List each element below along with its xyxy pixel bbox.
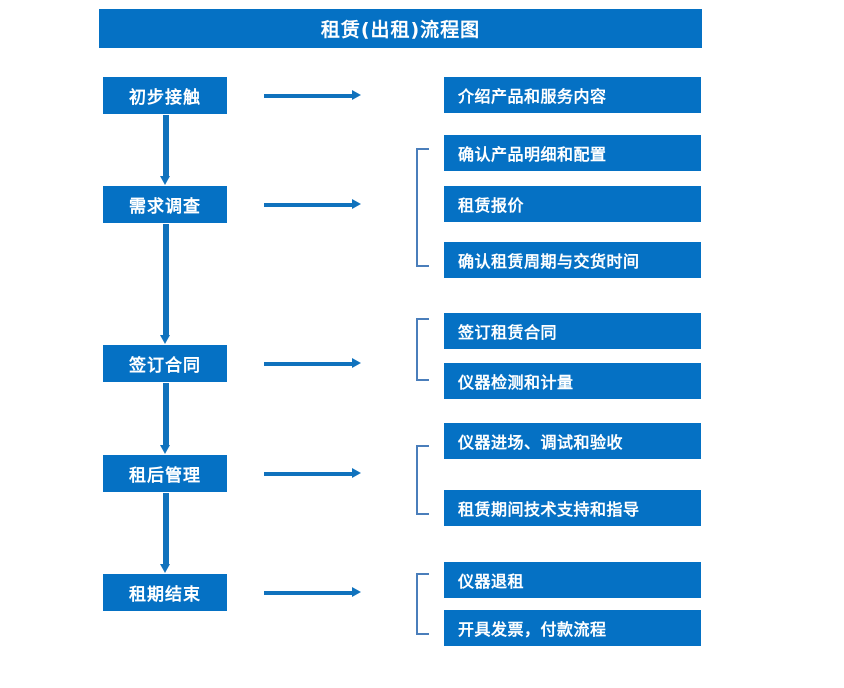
flow-arrow-right-5: [264, 587, 361, 598]
arrow-head-right-icon: [352, 90, 361, 100]
stage-box-chubu-jiechu[interactable]: 初步接触: [103, 77, 227, 114]
stage-box-zuhou-guanli[interactable]: 租后管理: [103, 455, 227, 492]
arrow-shaft: [264, 93, 352, 98]
flow-arrow-down-3: [160, 383, 171, 454]
arrow-head-right-icon: [352, 358, 361, 368]
arrow-shaft: [264, 471, 352, 476]
arrow-head-right-icon: [352, 468, 361, 478]
arrow-head-down-icon: [160, 335, 170, 344]
flow-arrow-down-4: [160, 493, 171, 573]
stage-box-xuqiu-diaocha[interactable]: 需求调查: [103, 186, 227, 223]
detail-box-queren-chanpin-mingxi[interactable]: 确认产品明细和配置: [444, 135, 701, 171]
arrow-shaft: [163, 493, 169, 564]
arrow-head-down-icon: [160, 176, 170, 185]
flow-arrow-right-4: [264, 468, 361, 479]
stage-box-qianding-hetong[interactable]: 签订合同: [103, 345, 227, 382]
group-bracket-qianding-hetong: [416, 318, 429, 381]
group-bracket-zuqi-jieshu: [416, 573, 429, 635]
arrow-head-down-icon: [160, 564, 170, 573]
flow-arrow-down-2: [160, 224, 171, 344]
arrow-shaft: [264, 590, 352, 595]
detail-box-zulin-baojia[interactable]: 租赁报价: [444, 186, 701, 222]
arrow-head-down-icon: [160, 445, 170, 454]
detail-box-kaiju-fapiao-fukuan[interactable]: 开具发票，付款流程: [444, 610, 701, 646]
flow-arrow-right-3: [264, 358, 361, 369]
arrow-shaft: [264, 202, 352, 207]
detail-box-queren-zulin-zhouqi[interactable]: 确认租赁周期与交货时间: [444, 242, 701, 278]
stage-box-zuqi-jieshu[interactable]: 租期结束: [103, 574, 227, 611]
arrow-shaft: [163, 115, 169, 176]
flow-arrow-down-1: [160, 115, 171, 185]
detail-box-yiqi-jinchang-tiaoshi[interactable]: 仪器进场、调试和验收: [444, 423, 701, 459]
page-title: 租赁(出租)流程图: [99, 9, 702, 48]
arrow-shaft: [264, 361, 352, 366]
arrow-shaft: [163, 224, 169, 335]
detail-box-qianding-zulin-hetong[interactable]: 签订租赁合同: [444, 313, 701, 349]
group-bracket-xuqiu-diaocha: [416, 148, 429, 267]
detail-box-yiqi-jiance-jiliang[interactable]: 仪器检测和计量: [444, 363, 701, 399]
group-bracket-zuhou-guanli: [416, 445, 429, 515]
arrow-shaft: [163, 383, 169, 445]
detail-box-zulin-qijian-zhichi[interactable]: 租赁期间技术支持和指导: [444, 490, 701, 526]
arrow-head-right-icon: [352, 199, 361, 209]
detail-box-yiqi-tuizu[interactable]: 仪器退租: [444, 562, 701, 598]
flow-arrow-right-1: [264, 90, 361, 101]
detail-box-jieshao-chanpin-fuwu[interactable]: 介绍产品和服务内容: [444, 77, 701, 113]
arrow-head-right-icon: [352, 587, 361, 597]
flow-arrow-right-2: [264, 199, 361, 210]
